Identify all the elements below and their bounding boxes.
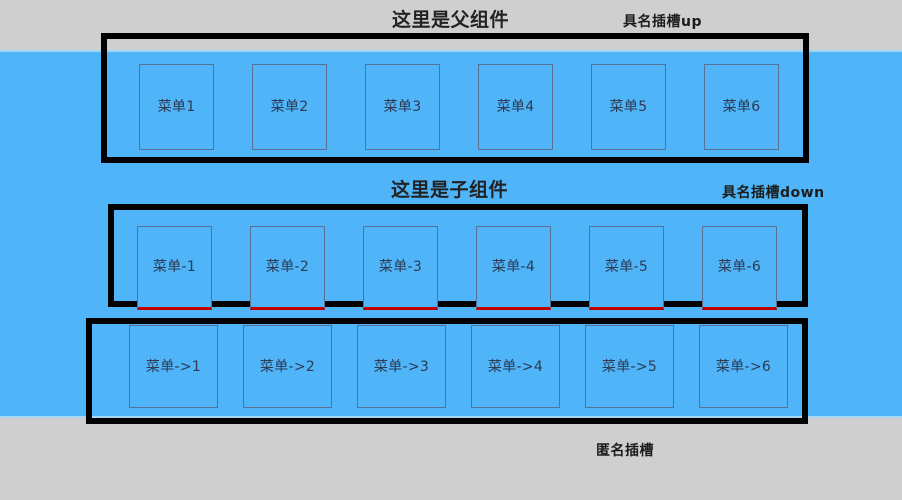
menu-item[interactable]: 菜单-6 [702, 226, 777, 310]
anonymous-slot-label: 匿名插槽 [596, 443, 654, 459]
menu-item[interactable]: 菜单-5 [589, 226, 664, 310]
menu-item[interactable]: 菜单->4 [471, 325, 560, 408]
menu-item[interactable]: 菜单2 [252, 64, 327, 150]
menu-item[interactable]: 菜单->1 [129, 325, 218, 408]
blue-band-top-edge [0, 50, 902, 52]
gray-bottom-area [0, 418, 902, 500]
named-slot-up-label: 具名插槽up [623, 14, 702, 30]
named-slot-down-label: 具名插槽down [722, 185, 825, 201]
menu-item[interactable]: 菜单5 [591, 64, 666, 150]
menu-item[interactable]: 菜单-4 [476, 226, 551, 310]
menu-item[interactable]: 菜单->5 [585, 325, 674, 408]
menu-item[interactable]: 菜单3 [365, 64, 440, 150]
annotation-rect-anonymous-slot [86, 318, 808, 424]
annotation-rect-named-slot-down [108, 204, 808, 307]
child-named-slot-row: 菜单-1 菜单-2 菜单-3 菜单-4 菜单-5 菜单-6 [137, 226, 777, 310]
annotation-rect-named-slot-up [101, 33, 809, 163]
menu-item[interactable]: 菜单-3 [363, 226, 438, 310]
child-component-title: 这里是子组件 [391, 179, 509, 201]
menu-item[interactable]: 菜单-2 [250, 226, 325, 310]
menu-item[interactable]: 菜单->3 [357, 325, 446, 408]
anonymous-slot-row: 菜单->1 菜单->2 菜单->3 菜单->4 菜单->5 菜单->6 [129, 325, 788, 408]
menu-item[interactable]: 菜单1 [139, 64, 214, 150]
parent-component-title: 这里是父组件 [392, 9, 510, 31]
menu-item[interactable]: 菜单4 [478, 64, 553, 150]
menu-item[interactable]: 菜单-1 [137, 226, 212, 310]
parent-menu-row: 菜单1 菜单2 菜单3 菜单4 菜单5 菜单6 [139, 64, 779, 150]
menu-item[interactable]: 菜单6 [704, 64, 779, 150]
menu-item[interactable]: 菜单->2 [243, 325, 332, 408]
menu-item[interactable]: 菜单->6 [699, 325, 788, 408]
blue-band-bottom-edge [0, 416, 902, 418]
